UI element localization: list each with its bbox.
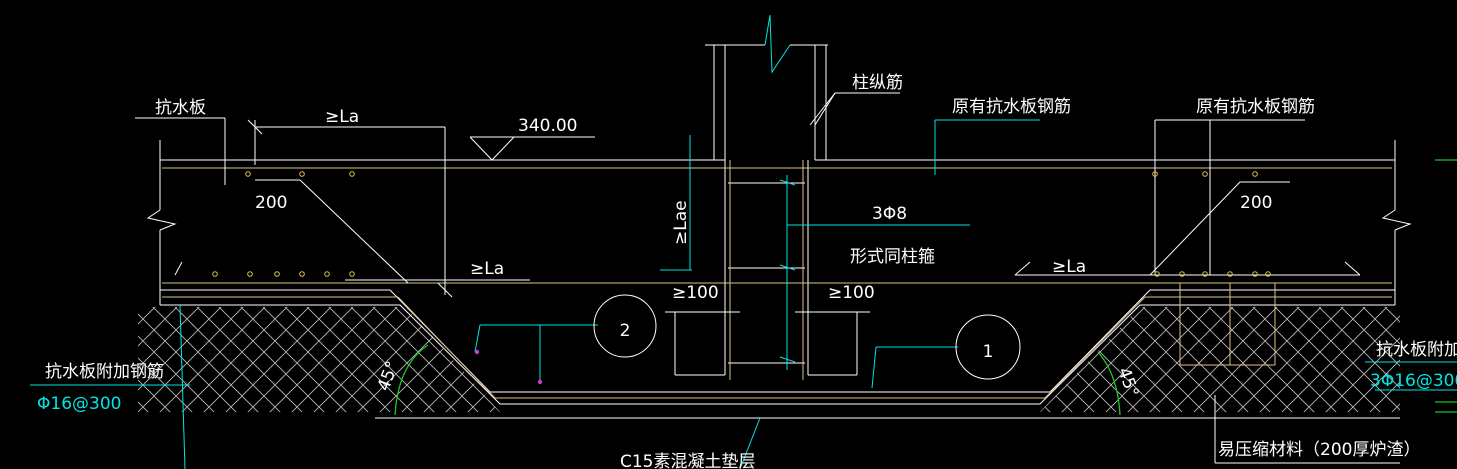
label-anti-water-slab: 抗水板 — [155, 98, 206, 118]
dim-200-right: 200 — [1240, 193, 1272, 213]
label-compressible: 易压缩材料（200厚炉渣） — [1218, 440, 1420, 460]
dimension-lines — [135, 92, 1400, 464]
break-symbol — [764, 14, 791, 74]
label-add-bar-left-title: 抗水板附加钢筋 — [45, 362, 164, 382]
rebar-lines — [162, 160, 1392, 399]
annotation-lines — [30, 119, 1457, 469]
label-orig-slab-bar-right: 原有抗水板钢筋 — [1196, 97, 1315, 117]
angle-arc-right — [1097, 351, 1121, 416]
label-add-bar-right-spec: 3Φ16@300 — [1370, 371, 1457, 391]
dim-200-left: 200 — [255, 193, 287, 213]
soil-hatch-right — [1040, 307, 1400, 412]
label-add-bar-right-title: 抗水板附加钢筋 — [1376, 340, 1457, 360]
dim-3phi8: 3Φ8 — [872, 204, 907, 224]
dim-elevation: 340.00 — [518, 116, 577, 136]
soil-hatch-left — [138, 307, 500, 412]
rebar-dots — [212, 171, 1271, 385]
angle-arc-left — [394, 344, 429, 416]
label-add-bar-left-spec: Φ16@300 — [37, 394, 121, 414]
callout-number-2: 2 — [620, 321, 631, 341]
dim-la-top: ≥La — [325, 107, 359, 127]
slab-outline — [146, 44, 1412, 419]
dim-la-right: ≥La — [1052, 257, 1086, 277]
label-column-long-bar: 柱纵筋 — [852, 73, 903, 93]
label-stirrup-form: 形式同柱箍 — [850, 247, 935, 267]
callout-circle-2 — [593, 294, 657, 358]
dim-la-left: ≥La — [470, 259, 504, 279]
callout-number-1: 1 — [983, 342, 994, 362]
dim-100-left: ≥100 — [672, 283, 719, 303]
dim-lae: ≥Lae — [671, 200, 691, 245]
label-cushion: C15素混凝土垫层 — [620, 452, 756, 469]
label-orig-slab-bar-mid: 原有抗水板钢筋 — [952, 97, 1071, 117]
dim-100-right: ≥100 — [828, 283, 875, 303]
callout-circle-1 — [955, 314, 1021, 380]
